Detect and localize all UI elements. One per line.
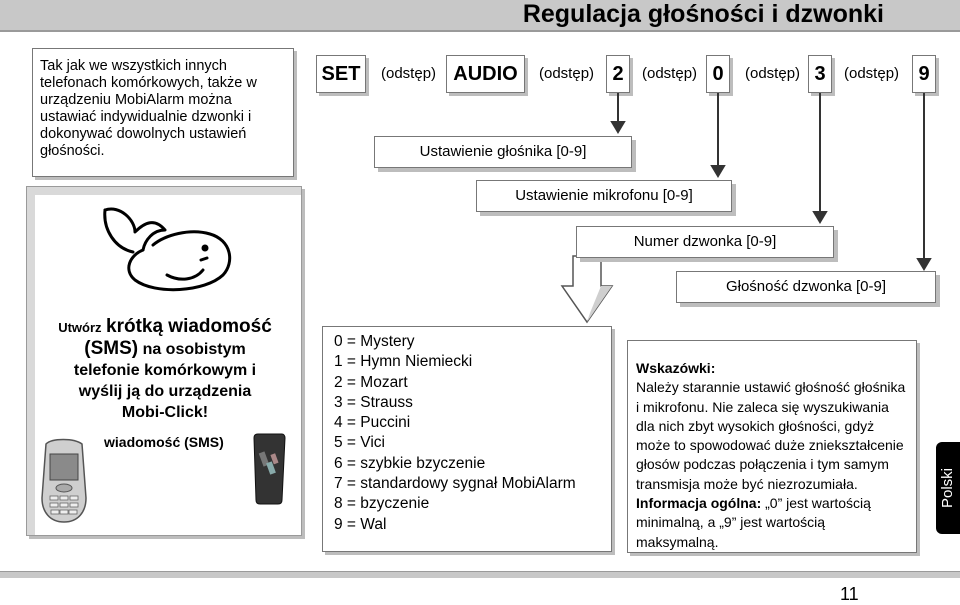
list-item: 7 = standardowy sygnał MobiAlarm (334, 475, 576, 493)
hints-body: Należy starannie ustawić głośność głośni… (636, 379, 906, 492)
cmd-space: (odstęp) (642, 65, 698, 82)
cmd-digit-mic: 0 (706, 55, 730, 93)
hints-heading: Wskazówki: (636, 360, 716, 376)
sms-label: wiadomość (SMS) (104, 434, 224, 450)
ringtone-list: 0 = Mystery 1 = Hymn Niemiecki 2 = Mozar… (322, 326, 612, 552)
list-item: 9 = Wal (334, 515, 387, 533)
hints-box: Wskazówki: Należy starannie ustawić głoś… (627, 340, 917, 553)
cmd-space: (odstęp) (539, 65, 595, 82)
whale-eye (201, 244, 209, 252)
arrow-mic-head (710, 165, 726, 178)
list-item: 1 = Hymn Niemiecki (334, 353, 473, 371)
whale-logo-icon (103, 207, 232, 292)
cmd-digit-volume: 9 (912, 55, 936, 93)
list-item: 4 = Puccini (334, 414, 411, 432)
cmd-digit-speaker: 2 (606, 55, 630, 93)
label-speaker: Ustawienie głośnika [0-9] (374, 136, 632, 168)
list-item: 5 = Vici (334, 434, 385, 452)
list-item: 8 = bzyczenie (334, 495, 430, 513)
list-item: 2 = Mozart (334, 373, 408, 391)
footer-bar (0, 571, 960, 578)
language-tab-label: Polski (939, 468, 956, 509)
label-mic: Ustawienie mikrofonu [0-9] (476, 180, 732, 212)
page-title: Regulacja głośności i dzwonki (522, 0, 884, 28)
cmd-space: (odstęp) (745, 65, 801, 82)
arrow-ringtone-head (812, 211, 828, 224)
label-ringtone-volume: Głośność dzwonka [0-9] (676, 271, 936, 303)
cmd-set: SET (316, 55, 366, 93)
cmd-audio: AUDIO (446, 55, 525, 93)
label-ringtone-number: Numer dzwonka [0-9] (576, 226, 834, 258)
arrow-volume-head (916, 258, 932, 271)
cmd-digit-ringtone: 3 (808, 55, 832, 93)
sms-instructions: Utwórz krótką wiadomość (SMS) na osobist… (58, 316, 272, 421)
language-tab (936, 442, 960, 534)
arrow-speaker-head (610, 121, 626, 134)
hints-info: Informacja ogólna: „0” jest wartością mi… (636, 495, 871, 550)
list-item: 6 = szybkie bzyczenie (334, 454, 486, 472)
list-item: 3 = Strauss (334, 393, 413, 411)
intro-text: Tak jak we wszystkich innych telefonach … (32, 48, 294, 177)
list-item: 0 = Mystery (334, 333, 415, 350)
cmd-space: (odstęp) (844, 65, 900, 82)
phone-icon (41, 438, 87, 523)
page-number: 11 (840, 584, 859, 604)
cmd-space: (odstęp) (381, 65, 437, 82)
device-icon (253, 433, 286, 505)
title-bar (0, 0, 960, 32)
